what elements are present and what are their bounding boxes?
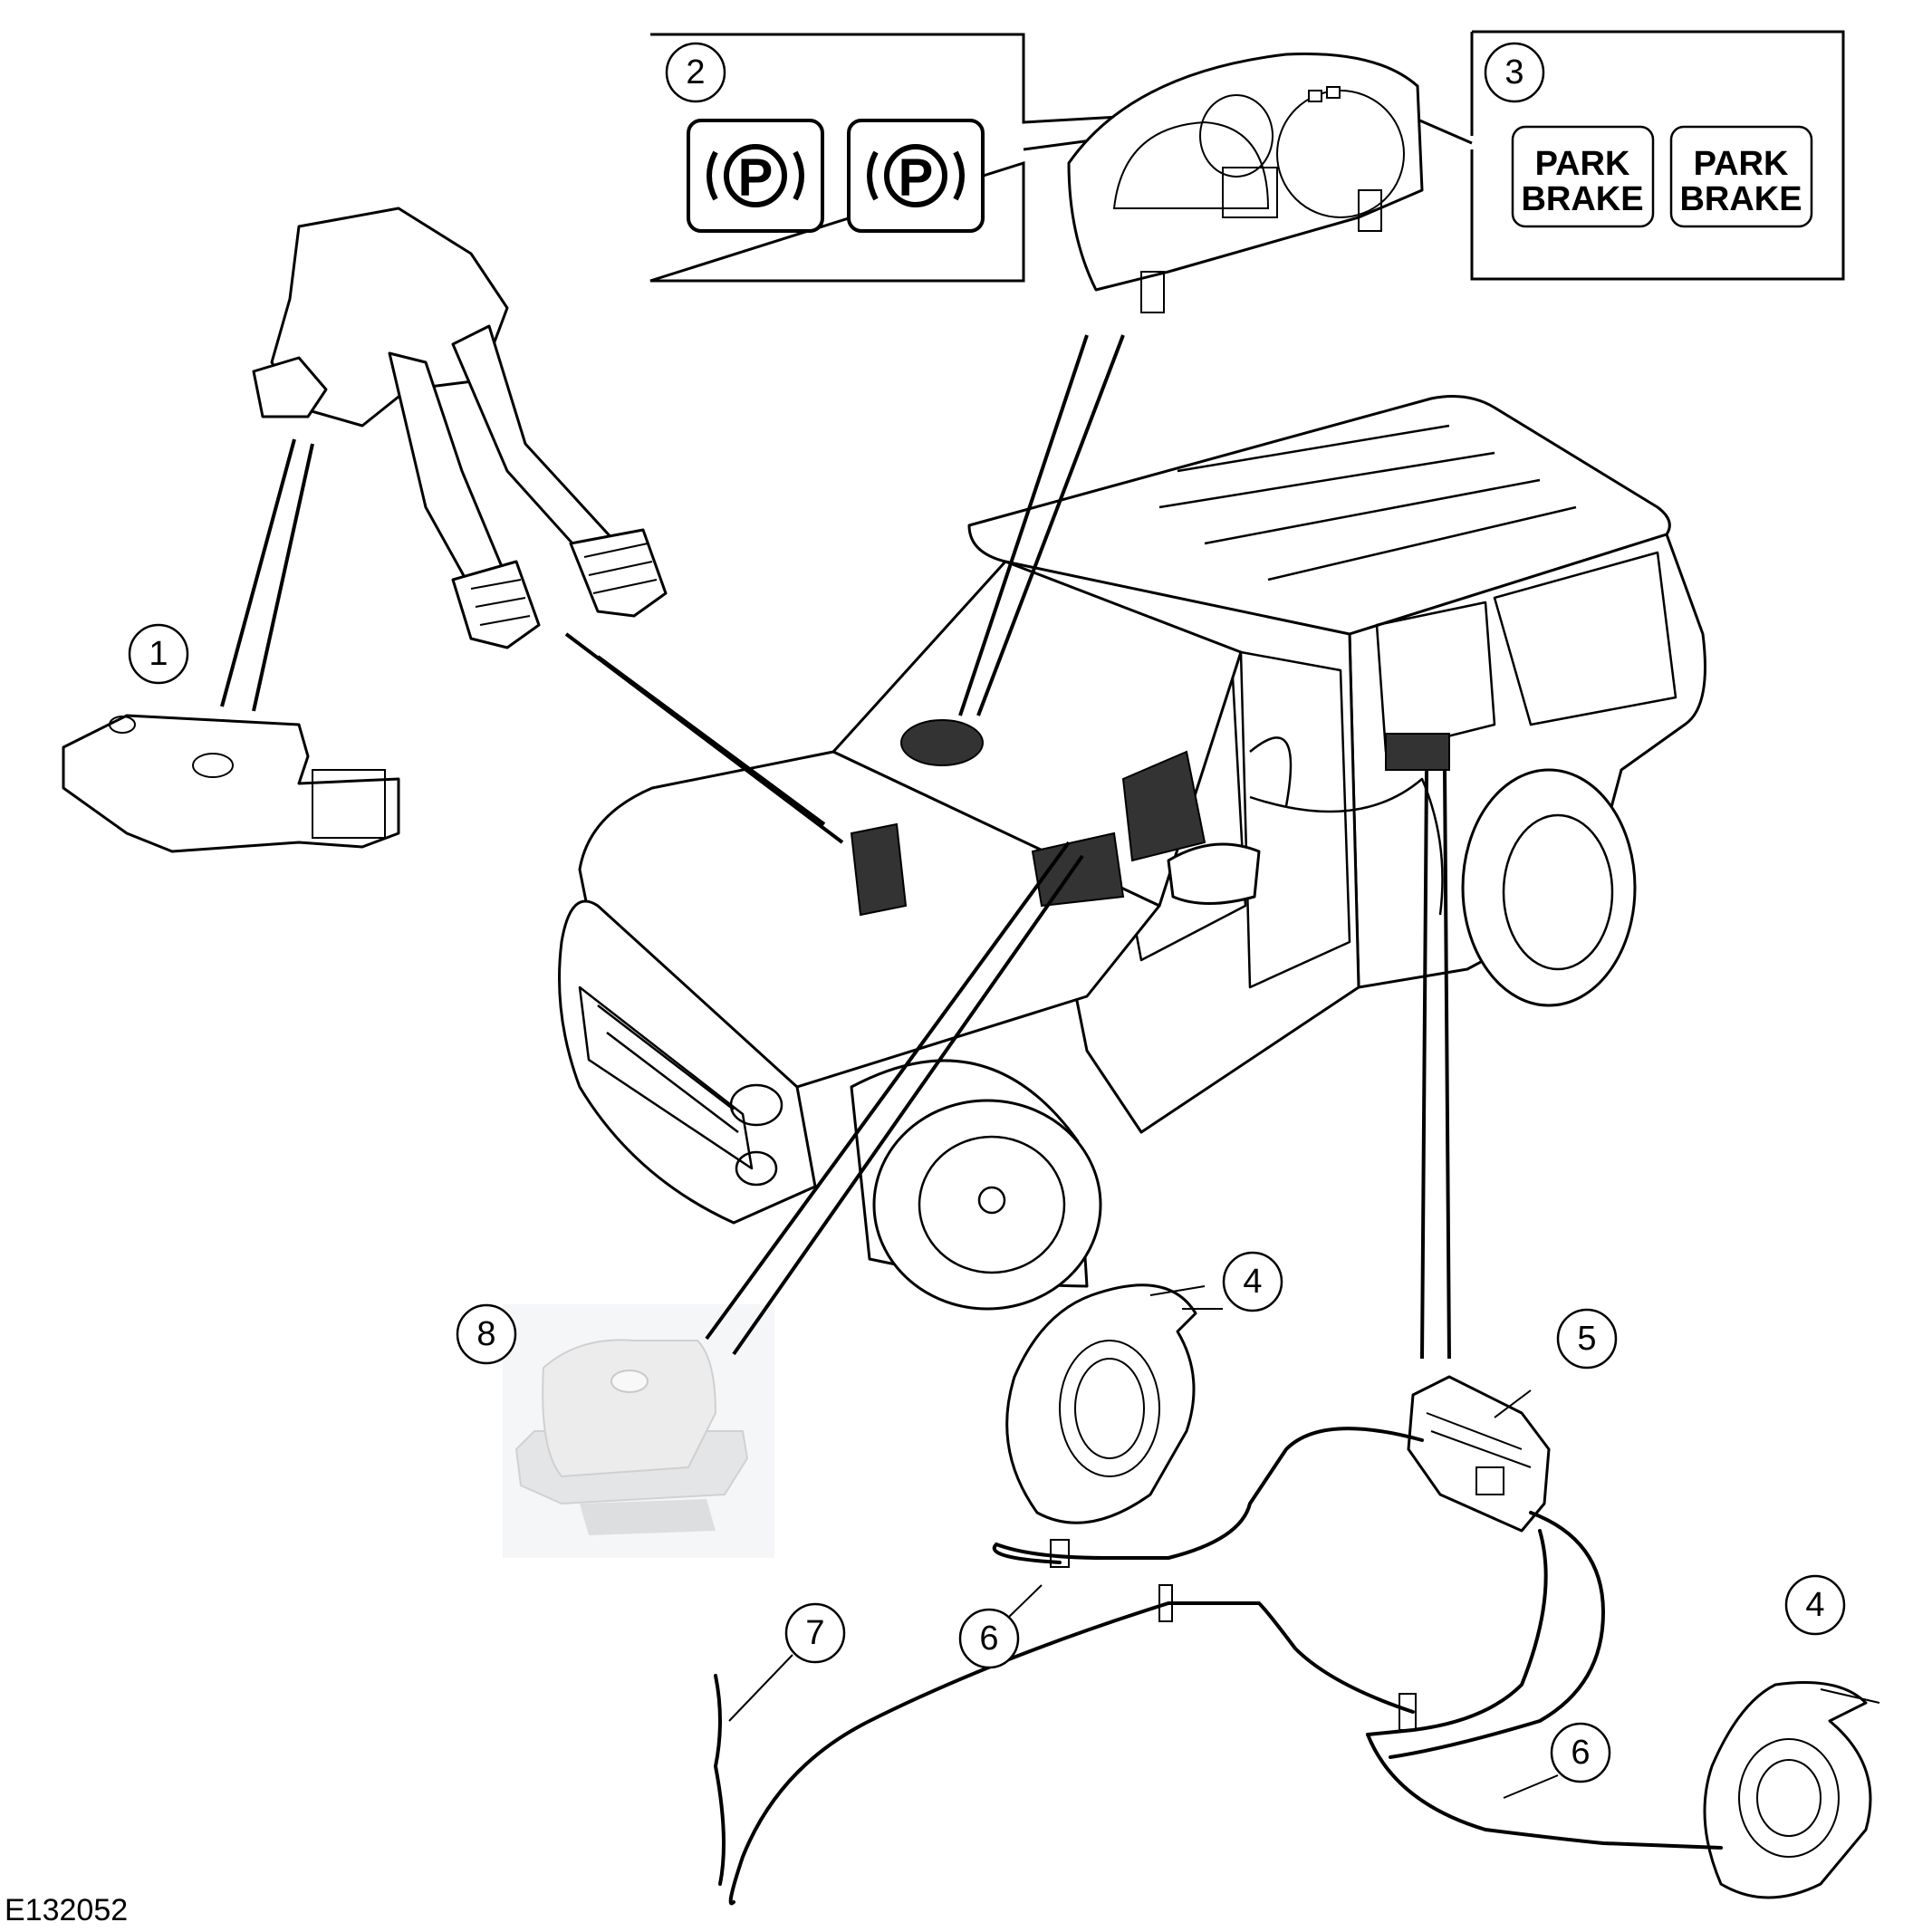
parking-brake-warning-icon: P <box>847 119 985 233</box>
svg-text:BRAKE: BRAKE <box>1679 180 1802 218</box>
pedal-position-switch-illustration <box>62 714 400 853</box>
callout-4-right: 4 <box>1784 1574 1846 1636</box>
callout-6-right: 6 <box>1503 1722 1611 1799</box>
svg-text:7: 7 <box>805 1614 824 1652</box>
park-brake-switch-illustration <box>503 841 1084 1558</box>
park-brake-cables-illustration <box>713 1427 1723 1906</box>
callout-3: 3 <box>1484 42 1545 103</box>
svg-text:PARK: PARK <box>1694 145 1789 183</box>
svg-text:BRAKE: BRAKE <box>1521 180 1643 218</box>
svg-text:1: 1 <box>149 635 168 673</box>
brake-backing-plate-right-illustration <box>1703 1681 1880 1899</box>
svg-text:PARK: PARK <box>1535 145 1630 183</box>
callout-4-left: 4 <box>1222 1251 1283 1312</box>
vehicle-illustration <box>558 395 1706 1311</box>
callout-1: 1 <box>128 623 189 685</box>
svg-text:8: 8 <box>476 1315 495 1353</box>
svg-text:P: P <box>899 149 934 207</box>
callout-6-left: 6 <box>958 1584 1043 1669</box>
instrument-cluster-illustration <box>958 52 1424 716</box>
figure-id: E132052 <box>5 1893 128 1927</box>
svg-text:4: 4 <box>1243 1263 1262 1301</box>
park-brake-text-lamp: PARK BRAKE <box>1511 125 1655 228</box>
park-brake-actuator-illustration <box>1407 769 1551 1533</box>
svg-text:6: 6 <box>1571 1734 1590 1772</box>
warning-lamp-park-brake-text-box: PARK BRAKE PARK BRAKE 3 <box>1367 30 1845 281</box>
svg-text:P: P <box>738 149 774 207</box>
brake-backing-plate-left-illustration <box>1005 1283 1223 1524</box>
park-brake-text-lamp: PARK BRAKE <box>1669 125 1813 228</box>
svg-text:6: 6 <box>979 1620 998 1658</box>
svg-text:4: 4 <box>1805 1586 1824 1624</box>
parking-brake-warning-icon: P <box>687 119 824 233</box>
callout-7: 7 <box>728 1602 846 1722</box>
callout-8: 8 <box>456 1303 517 1365</box>
pedal-box-illustration <box>220 207 844 844</box>
warning-lamp-p-symbol-box: P P 2 <box>649 33 1296 283</box>
callout-2: 2 <box>665 42 726 103</box>
callout-5: 5 <box>1556 1308 1618 1370</box>
svg-text:3: 3 <box>1504 53 1523 91</box>
svg-text:5: 5 <box>1577 1320 1596 1358</box>
svg-text:2: 2 <box>686 53 705 91</box>
